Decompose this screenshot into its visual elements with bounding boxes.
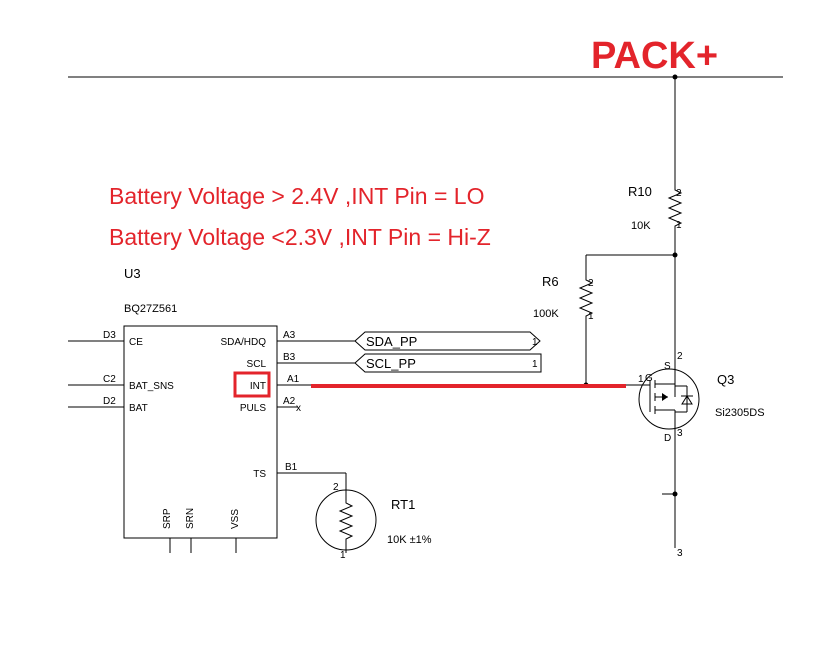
u3-pin-puls: PULS [240, 403, 266, 414]
int-pin-highlight [233, 371, 271, 398]
u3-pin-srp: SRP [162, 508, 173, 529]
r10-resistor: R10 10K 2 1 [628, 184, 683, 232]
u3-pin-scl: SCL [247, 359, 267, 370]
sda-net-name: SDA_PP [366, 334, 417, 349]
sda-net-flag: SDA_PP 1 [300, 331, 541, 351]
r6-pin-2: 2 [588, 278, 594, 289]
u3-pin-ce: CE [129, 337, 143, 348]
rt1-pin-1: 1 [340, 550, 346, 561]
u3-ref: U3 [124, 266, 141, 281]
q3-pin-3: 3 [677, 428, 683, 439]
u3-chip: U3 BQ27Z561 D3 C2 D2 CE BAT_SNS BAT A3 B… [68, 266, 301, 553]
q3-part: Si2305DS [715, 407, 765, 419]
scl-net-name: SCL_PP [366, 356, 416, 371]
rt1-thermistor: RT1 10K ±1% 2 1 [300, 472, 432, 561]
r10-pin-2: 2 [676, 188, 682, 199]
r6-resistor: R6 100K 2 1 [533, 274, 594, 322]
scl-net-page: 1 [532, 359, 538, 370]
r6-value: 100K [533, 308, 559, 320]
u3-pin-bat: BAT [129, 403, 148, 414]
u3-pin-int: INT [250, 381, 266, 392]
q3-drain-label: D [664, 433, 671, 444]
u3-pin-num-a1: A1 [287, 374, 300, 385]
scl-net-flag: SCL_PP 1 [300, 353, 542, 373]
u3-pin-num-a2: A2 [283, 396, 296, 407]
q3-source-label: S [664, 361, 671, 372]
r6-ref: R6 [542, 274, 559, 289]
sda-net-page: 1 [532, 337, 538, 348]
u3-pin-ts: TS [253, 469, 266, 480]
rt1-ref: RT1 [391, 497, 415, 512]
r10-pin-1: 1 [676, 220, 682, 231]
r10-ref: R10 [628, 184, 652, 199]
r10-value: 10K [631, 220, 651, 232]
u3-pin-num-a3: A3 [283, 330, 296, 341]
rt1-value: 10K ±1% [387, 534, 432, 546]
q3-mosfet: Q3 Si2305DS 1 G S 2 D 3 [626, 351, 765, 548]
q3-ref: Q3 [717, 372, 734, 387]
r6-pin-1: 1 [588, 311, 594, 322]
u3-nc-mark: x [296, 403, 301, 414]
u3-pin-sda-hdq: SDA/HDQ [220, 337, 266, 348]
u3-pin-num-b1: B1 [285, 462, 298, 473]
q3-pin-2: 2 [677, 351, 683, 362]
u3-part: BQ27Z561 [124, 303, 177, 315]
u3-pin-srn: SRN [185, 508, 196, 529]
u3-pin-num-d2: D2 [103, 396, 116, 407]
u3-pin-vss: VSS [230, 509, 241, 529]
bottom-pin-number: 3 [677, 548, 683, 559]
u3-pin-num-c2: C2 [103, 374, 116, 385]
rt1-pin-2: 2 [333, 482, 339, 493]
pack-plus-title: PACK+ [591, 35, 718, 77]
u3-pin-num-b3: B3 [283, 352, 296, 363]
q3-gate-label: G [645, 373, 653, 384]
u3-pin-num-d3: D3 [103, 330, 116, 341]
note-line-1: Battery Voltage > 2.4V ,INT Pin = LO [109, 183, 484, 209]
note-line-2: Battery Voltage <2.3V ,INT Pin = Hi-Z [109, 224, 491, 250]
q3-pin-1: 1 [638, 374, 644, 385]
u3-pin-bat-sns: BAT_SNS [129, 381, 174, 392]
